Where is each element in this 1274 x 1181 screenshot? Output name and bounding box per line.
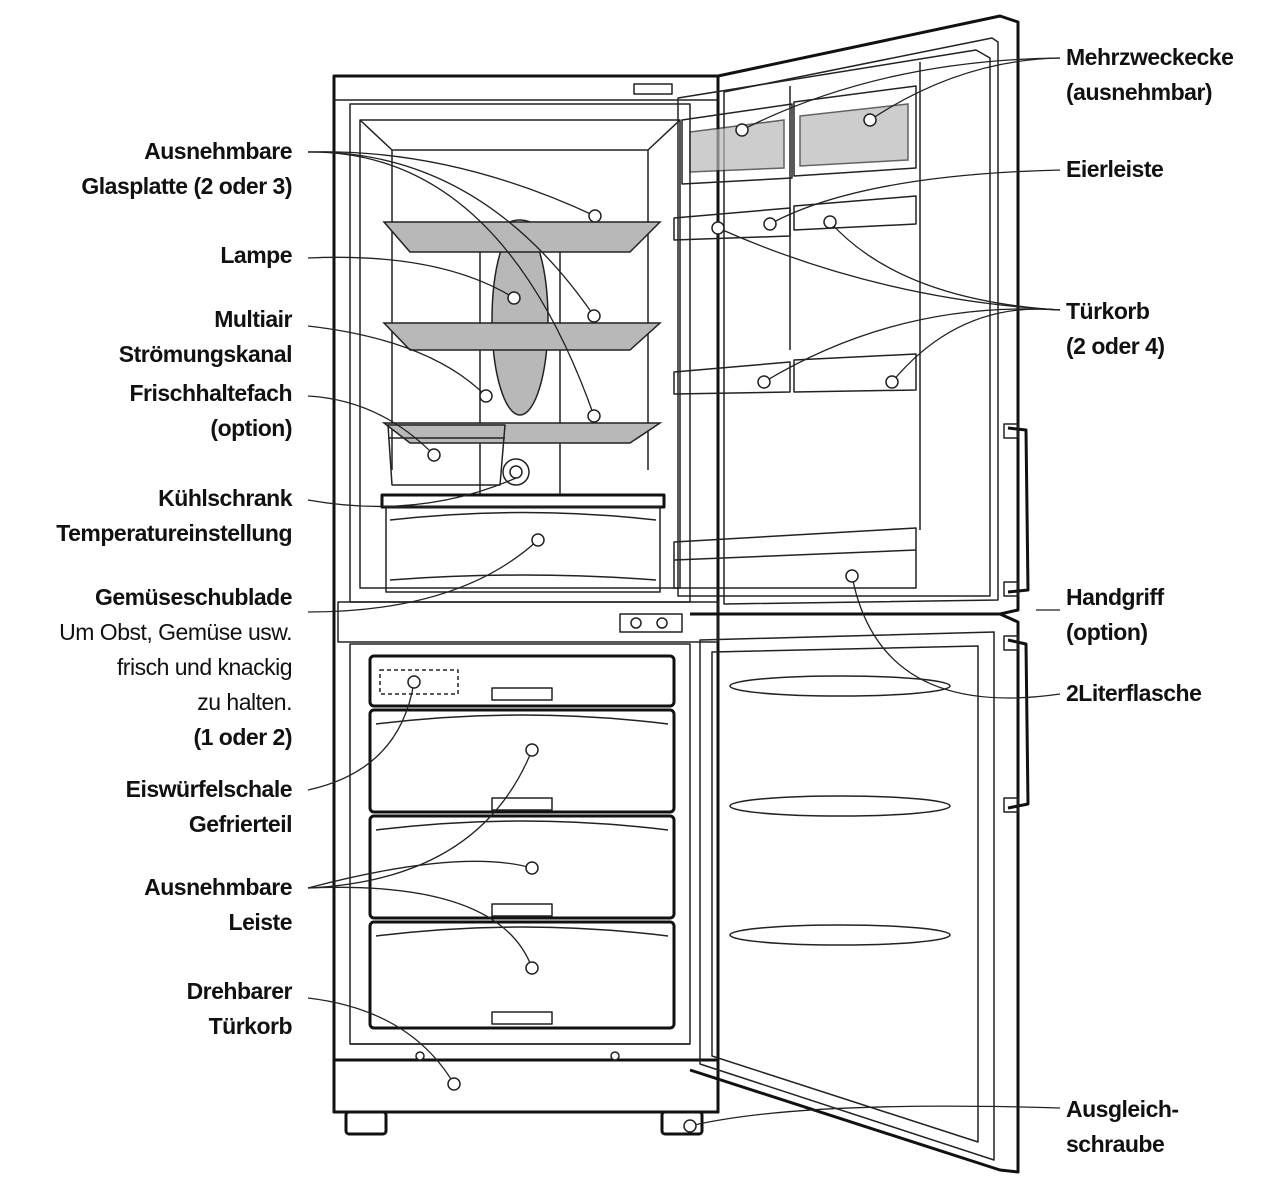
- vegetable-drawer: [380, 493, 666, 593]
- label-eiswuerfelschale: Eiswürfelschale Gefrierteil: [125, 776, 293, 837]
- label-mehrzweckecke: Mehrzweckecke (ausnehmbar): [1066, 44, 1234, 105]
- glass-shelves: [381, 221, 663, 444]
- callout-dots: [407, 113, 899, 1133]
- label-eierleiste: Eierleiste: [1066, 156, 1164, 182]
- label-ausgleichschraube: Ausgleich- schraube: [1066, 1096, 1179, 1157]
- label-handgriff: Handgriff (option): [1066, 584, 1164, 645]
- label-kuehlschrank-temperatureinstellung: Kühlschrank Temperatureinstellung: [56, 485, 292, 546]
- label-multiair: Multiair Strömungskanal: [118, 306, 293, 367]
- label-ausnehmbare-leiste: Ausnehmbare Leiste: [144, 874, 292, 935]
- label-frischhaltefach: Frischhaltefach (option): [129, 380, 293, 441]
- freezer-drawers: [368, 654, 676, 1030]
- label-lampe: Lampe: [220, 242, 292, 268]
- label-2literflasche: 2Literflasche: [1066, 680, 1202, 706]
- label-tuerkorb: Türkorb (2 oder 4): [1066, 298, 1165, 359]
- label-gemueseschublade: Gemüseschublade Um Obst, Gemüse usw. fri…: [59, 584, 292, 750]
- label-drehbarer-tuerkorb: Drehbarer Türkorb: [186, 978, 293, 1039]
- fridge-door: [673, 14, 1030, 616]
- label-ausnehmbare-glasplatte: Ausnehmbare Glasplatte (2 oder 3): [81, 138, 292, 199]
- leader-lines: [307, 57, 1061, 1127]
- freezer-door: [689, 612, 1030, 1174]
- lamp-and-duct: [479, 219, 561, 496]
